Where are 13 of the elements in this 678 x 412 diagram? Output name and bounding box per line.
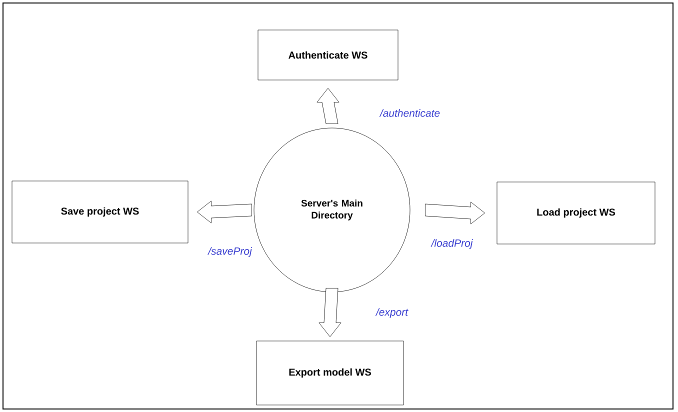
service-box: Export model WS (256, 340, 404, 406)
service-box: Save project WS (12, 180, 188, 244)
service-box: Authenticate WS (258, 30, 398, 80)
block-arrow (316, 88, 340, 124)
edge-label: /export (374, 307, 410, 319)
block-arrow (318, 288, 342, 337)
edge-label: /authenticate (378, 108, 442, 118)
edge-label: /loadProj (430, 238, 474, 250)
block-arrow (197, 200, 252, 224)
edge-label: /saveProj (207, 246, 253, 258)
circle-node: Server's Main Directory (254, 128, 410, 292)
block-arrow (425, 202, 485, 224)
service-box: Load project WS (496, 182, 656, 244)
